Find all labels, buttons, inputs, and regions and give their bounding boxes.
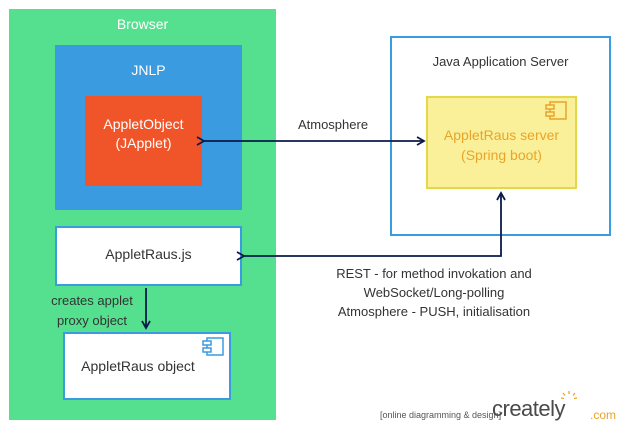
rest-connector (236, 191, 506, 261)
applet-raus-js-node (55, 226, 242, 286)
branding-name: creately (492, 396, 566, 421)
applet-raus-server-label: AppletRaus server (Spring boot) (426, 125, 577, 165)
component-icon (545, 101, 567, 120)
jnlp-title: JNLP (131, 62, 166, 78)
lightbulb-icon (560, 391, 578, 400)
browser-title: Browser (116, 16, 169, 32)
applet-object-node (85, 96, 202, 186)
component-icon (202, 337, 224, 356)
applet-object-label: AppletObject (JApplet) (85, 115, 202, 153)
applet-raus-server-line2: (Spring boot) (461, 147, 542, 163)
applet-object-line2: (JApplet) (115, 135, 172, 151)
atmosphere-edge-label: Atmosphere (297, 117, 369, 132)
rest-edge-label: REST - for method invokation and WebSock… (318, 264, 550, 321)
rest-edge-line3: Atmosphere - PUSH, initialisation (337, 304, 531, 319)
server-title: Java Application Server (432, 54, 569, 69)
creates-edge-label: creates applet proxy object (40, 291, 144, 331)
branding-tagline: [online diagramming & design] (380, 410, 502, 420)
applet-raus-server-line1: AppletRaus server (443, 127, 560, 143)
applet-raus-js-label: AppletRaus.js (105, 246, 192, 262)
applet-object-line1: AppletObject (103, 116, 184, 132)
creates-edge-line1: creates applet (51, 293, 133, 308)
rest-edge-line2: WebSocket/Long-polling (363, 285, 505, 300)
applet-raus-object-label: AppletRaus object (81, 358, 195, 374)
creates-edge-line2: proxy object (56, 313, 128, 328)
branding-domain: .com (590, 408, 617, 422)
rest-edge-line1: REST - for method invokation and (336, 266, 532, 281)
creately-branding: [online diagramming & design] creately .… (380, 391, 617, 426)
